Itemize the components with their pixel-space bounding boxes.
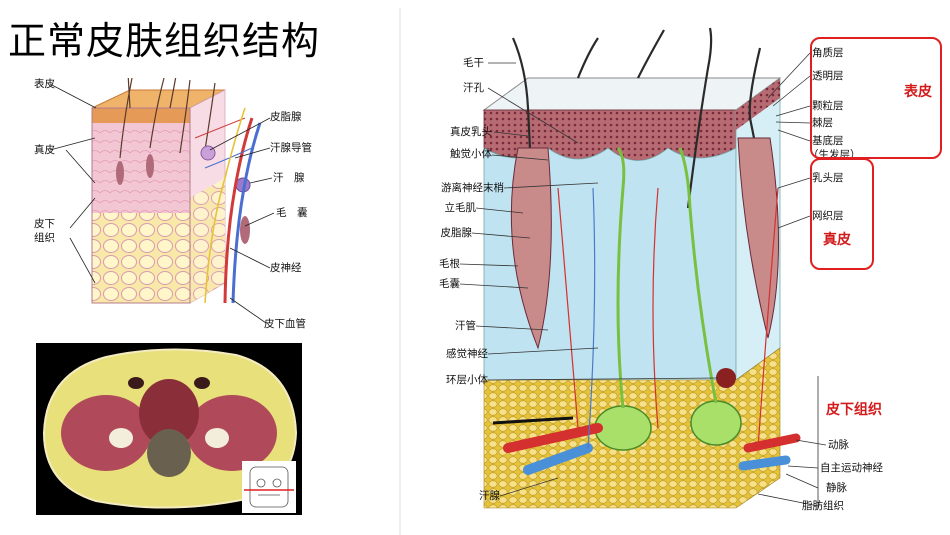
label-artery: 动脉 [828, 439, 849, 451]
label-arrector-pili: 立毛肌 [444, 202, 477, 214]
label-stratum-basale: 基底层 [812, 135, 844, 147]
label-hair-shaft: 毛干 [463, 57, 484, 69]
label-hair-follicle-large: 毛囊 [439, 278, 460, 290]
page-title: 正常皮肤组织结构 [8, 19, 321, 63]
label-stratum-corneum: 角质层 [812, 47, 844, 59]
label-hair-root: 毛根 [439, 258, 460, 270]
skin-layers-diagram-small: 表皮 真皮 皮下 组织 皮脂腺 汗腺导管 汗 腺 毛 囊 皮神经 皮下血管 [30, 72, 330, 333]
label-autonomic-motor-nerve: 自主运动神经 [820, 462, 883, 474]
label-adipose-tissue: 脂肪组织 [802, 500, 844, 512]
label-tactile-corpuscle: 触觉小体 [450, 148, 492, 160]
skin-layers-diagram-large: 毛干 汗孔 真皮乳头 触觉小体 游离神经末梢 立毛肌 皮脂腺 毛根 毛囊 汗管 … [398, 8, 950, 535]
label-sebaceous-gland: 皮脂腺 [270, 111, 302, 123]
label-hair-follicle: 毛 囊 [276, 207, 308, 219]
label-lamellar-corpuscle: 环层小体 [446, 374, 488, 386]
epidermis-group-box [810, 37, 942, 159]
label-dermal-papilla: 真皮乳头 [450, 126, 492, 138]
label-sweat-duct: 汗腺导管 [270, 142, 312, 154]
label-stratum-lucidum: 透明层 [812, 70, 844, 82]
skin-block-illustration-large [399, 8, 827, 535]
label-stratum-spinosum: 棘层 [812, 117, 833, 129]
pelvic-cross-section-image [36, 343, 302, 515]
label-sebaceous-gland-large: 皮脂腺 [440, 227, 473, 239]
label-stratum-granulosum: 颗粒层 [812, 100, 844, 112]
label-epidermis: 表皮 [34, 78, 55, 90]
label-sensory-nerve: 感觉神经 [446, 348, 488, 360]
cross-section-illustration [36, 343, 302, 515]
label-subcutaneous-vessel: 皮下血管 [264, 318, 306, 330]
dermis-group-box [810, 158, 874, 270]
label-free-nerve-endings: 游离神经末梢 [441, 182, 504, 194]
label-papillary-layer: 乳头层 [812, 172, 844, 184]
label-reticular-layer: 网织层 [812, 210, 844, 222]
label-sweat-duct-large: 汗管 [455, 320, 476, 332]
label-dermis: 真皮 [34, 144, 55, 156]
group-label-epidermis: 表皮 [904, 84, 932, 100]
skin-block-illustration [49, 72, 275, 324]
label-subcutaneous-2: 组织 [34, 232, 55, 244]
label-sweat-gland: 汗 腺 [273, 172, 305, 184]
label-cutaneous-nerve: 皮神经 [270, 262, 302, 274]
group-label-dermis: 真皮 [823, 232, 851, 248]
label-vein: 静脉 [826, 482, 847, 494]
group-label-subcutaneous: 皮下组织 [826, 402, 882, 418]
label-sweat-pore: 汗孔 [463, 82, 484, 94]
label-subcutaneous-1: 皮下 [34, 218, 55, 230]
label-sweat-gland-large: 汗腺 [479, 490, 500, 502]
